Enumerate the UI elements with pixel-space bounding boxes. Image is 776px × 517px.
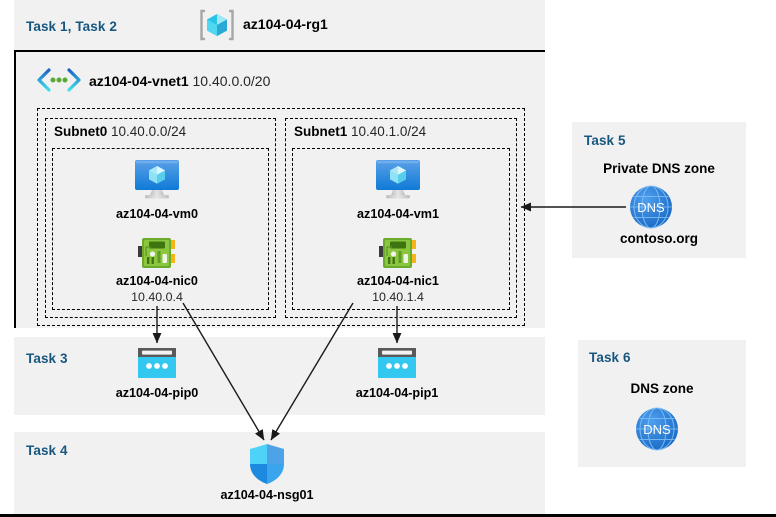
public-dns-heading: DNS zone [630, 381, 694, 396]
resource-group-name: az104-04-rg1 [243, 16, 328, 32]
vnet-name-text: az104-04-vnet1 10.40.0.0/20 [89, 73, 270, 89]
subnet1-prefix: 10.40.1.0/24 [351, 124, 427, 139]
dns-icon-text: DNS [637, 200, 665, 215]
virtual-machine-icon [374, 158, 422, 200]
subnet1-box [285, 118, 517, 318]
vnet-name: az104-04-vnet1 [89, 73, 189, 89]
vm0-container-box [52, 148, 269, 310]
resource-group-icon [200, 8, 234, 42]
public-ip-panel [14, 337, 545, 415]
nsg-label: az104-04-nsg01 [220, 488, 314, 502]
nic0-ip: 10.40.0.4 [131, 290, 183, 304]
task-label-4: Task 4 [26, 443, 68, 458]
vm1-container-box [292, 148, 510, 310]
private-dns-name: contoso.org [620, 231, 698, 246]
task-label-3: Task 3 [26, 351, 68, 366]
pip0-label: az104-04-pip0 [115, 386, 199, 400]
subnet0-prefix: 10.40.0.0/24 [111, 124, 187, 139]
subnet1-name: Subnet1 [294, 124, 348, 139]
dns-globe-icon: DNS [634, 406, 680, 452]
virtual-network-icon [36, 68, 82, 92]
network-security-group-icon [249, 443, 285, 485]
network-interface-icon [379, 236, 417, 270]
vm1-label: az104-04-vm1 [357, 207, 439, 221]
subnet0-title: Subnet0 10.40.0.0/24 [54, 124, 186, 139]
public-ip-address-icon [138, 348, 176, 378]
pip1-label: az104-04-pip1 [355, 386, 439, 400]
public-ip-address-icon [378, 348, 416, 378]
virtual-machine-icon [133, 158, 181, 200]
dns-globe-icon: DNS [628, 184, 674, 230]
private-dns-heading: Private DNS zone [603, 161, 715, 176]
vnet-address-space: 10.40.0.0/20 [192, 73, 271, 89]
resource-group-panel [14, 0, 545, 50]
network-interface-icon [138, 236, 176, 270]
subnet1-title: Subnet1 10.40.1.0/24 [294, 124, 426, 139]
dns-icon-text: DNS [643, 422, 671, 437]
nic1-label: az104-04-nic1 [357, 274, 439, 288]
task-label-6: Task 6 [589, 350, 631, 365]
subnet0-name: Subnet0 [54, 124, 108, 139]
task-label-1-2: Task 1, Task 2 [26, 19, 117, 34]
vm0-label: az104-04-vm0 [116, 207, 198, 221]
nic0-label: az104-04-nic0 [116, 274, 198, 288]
task-label-5: Task 5 [584, 133, 626, 148]
resource-group-name-text: az104-04-rg1 [243, 16, 328, 32]
subnet0-box [45, 118, 276, 318]
vnet-panel [14, 50, 545, 328]
nic1-ip: 10.40.1.4 [372, 290, 424, 304]
